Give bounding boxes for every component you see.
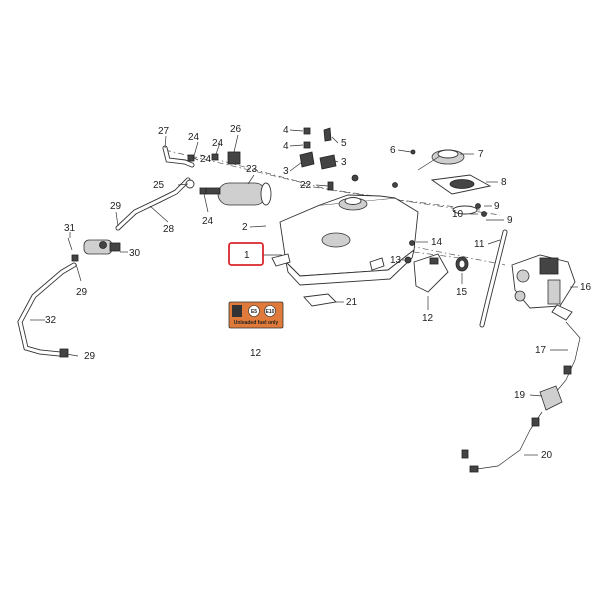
callout-15: 15 [456,287,468,298]
filler-flange[interactable] [430,174,492,195]
bracket-set[interactable] [299,127,416,191]
callout-29b: 29 [76,287,88,298]
callout-21: 21 [346,297,358,308]
fuel-warning-label: E5 E10 Unleaded fuel only [228,301,284,329]
callout-19: 19 [514,390,526,401]
highlight-box-part-1 [228,242,264,266]
relay-box[interactable] [413,253,449,293]
callout-10: 10 [452,209,464,220]
callout-29c: 29 [84,351,96,362]
callout-9b: 9 [507,215,513,226]
label-caption: Unleaded fuel only [234,320,279,326]
callout-4a: 4 [283,125,289,136]
hose-clip[interactable] [404,240,415,264]
callout-2: 2 [242,222,248,233]
callout-12b: 12 [250,348,262,359]
callout-1: 1 [244,250,250,261]
callout-9a: 9 [494,201,500,212]
grommet[interactable] [455,256,469,272]
callout-31: 31 [64,223,76,234]
callout-16: 16 [580,282,592,293]
filler-gasket[interactable] [452,203,487,217]
callout-24d: 24 [202,216,214,227]
callout-8: 8 [501,177,507,188]
vent-hose-assembly[interactable] [115,145,241,231]
fuel-hose-long[interactable] [17,262,77,358]
evap-canister[interactable] [205,182,272,206]
fuel-line-to-engine[interactable] [461,321,581,473]
callout-26: 26 [230,124,242,135]
callout-24c: 24 [200,154,212,165]
callout-17: 17 [535,345,547,356]
callout-32: 32 [45,315,57,326]
callout-13: 13 [390,255,402,266]
callout-numbers: 1 2 3 3 4 4 5 6 7 8 9 9 10 11 12 12 13 1… [45,124,592,461]
callout-24b: 24 [212,138,224,149]
leader-lines [30,129,578,456]
callout-3a: 3 [283,166,289,177]
foam-pad[interactable] [303,293,337,307]
fuel-pump-assembly[interactable] [511,254,576,321]
callout-11: 11 [474,239,485,250]
callout-5: 5 [341,138,347,149]
callout-25: 25 [153,180,165,191]
callout-24a: 24 [188,132,200,143]
callout-22: 22 [300,180,312,191]
fuel-tank[interactable] [271,194,419,286]
callout-7: 7 [478,149,484,160]
callout-28: 28 [163,224,175,235]
callout-30: 30 [129,248,141,259]
callout-6: 6 [390,145,396,156]
callout-12a: 12 [422,313,434,324]
label-badge-e5: E5 [251,309,257,315]
callout-20: 20 [541,450,553,461]
inline-fuel-filter[interactable] [67,237,121,262]
callout-3b: 3 [341,157,347,168]
breather-pipe[interactable] [479,229,508,328]
label-badge-e10: E10 [266,309,275,315]
callout-23: 23 [246,164,258,175]
callout-4b: 4 [283,141,289,152]
fuel-cap[interactable] [417,149,465,171]
callout-29a: 29 [110,201,122,212]
callout-14: 14 [431,237,443,248]
callout-27: 27 [158,126,170,137]
